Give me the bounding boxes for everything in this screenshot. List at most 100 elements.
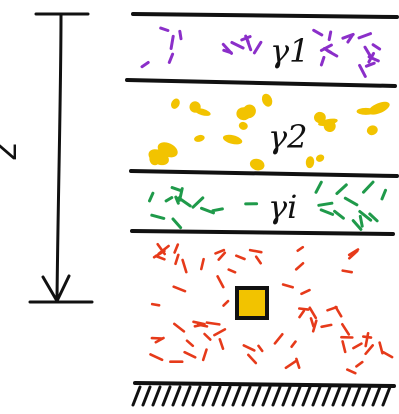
texture-stroke <box>150 302 161 307</box>
texture-stroke <box>203 332 212 341</box>
hatch-stroke <box>371 385 382 407</box>
texture-stroke <box>211 207 224 213</box>
texture-stroke <box>364 344 375 356</box>
texture-blob <box>238 121 248 130</box>
layer-1-label: γ1 <box>270 32 309 70</box>
texture-stroke <box>185 339 195 348</box>
hatch-stroke <box>341 385 352 407</box>
texture-stroke <box>196 323 209 328</box>
texture-stroke <box>358 63 367 78</box>
boundary-line-2 <box>129 169 399 178</box>
texture-stroke <box>177 196 192 208</box>
texture-blob <box>315 154 325 162</box>
texture-stroke <box>217 251 227 261</box>
texture-stroke <box>178 29 183 41</box>
texture-blob <box>171 98 180 109</box>
texture-stroke <box>247 353 258 365</box>
stress-point-square <box>235 286 269 320</box>
texture-stroke <box>334 305 343 318</box>
texture-stroke <box>319 55 326 67</box>
texture-blob <box>157 142 178 158</box>
texture-stroke <box>347 249 359 260</box>
texture-stroke <box>343 196 359 207</box>
hatch-stroke <box>221 385 232 407</box>
texture-stroke <box>171 217 183 230</box>
texture-stroke <box>242 344 256 352</box>
texture-stroke <box>152 249 166 259</box>
bedrock-hatching <box>131 385 392 407</box>
hatch-stroke <box>241 385 252 407</box>
texture-blob <box>318 118 338 126</box>
texture-stroke <box>205 321 221 326</box>
hatch-stroke <box>171 385 182 407</box>
texture-stroke <box>230 41 245 50</box>
texture-stroke <box>341 340 347 354</box>
texture-stroke <box>273 332 284 345</box>
texture-stroke <box>235 254 246 261</box>
boundary-line-3 <box>130 229 395 236</box>
hatch-stroke <box>161 385 172 407</box>
hatch-stroke <box>151 385 162 407</box>
texture-blob <box>314 111 326 124</box>
hatch-stroke <box>191 385 202 407</box>
texture-stroke <box>216 275 225 289</box>
layer-1-fill <box>140 26 382 78</box>
hatch-stroke <box>301 385 312 407</box>
hatch-stroke <box>201 385 212 407</box>
texture-stroke <box>252 40 263 55</box>
hatch-stroke <box>181 385 192 407</box>
texture-stroke <box>368 212 379 223</box>
hatch-stroke <box>351 385 362 407</box>
texture-stroke <box>346 33 354 44</box>
texture-stroke <box>312 28 324 37</box>
texture-stroke <box>362 180 375 194</box>
texture-stroke <box>173 322 186 333</box>
ground-surface-line <box>131 12 399 19</box>
texture-stroke <box>314 180 323 194</box>
texture-stroke <box>363 45 372 58</box>
texture-stroke <box>148 191 155 203</box>
texture-stroke <box>140 61 150 69</box>
texture-stroke <box>254 255 263 265</box>
texture-stroke <box>281 283 295 289</box>
texture-stroke <box>149 353 164 362</box>
texture-stroke <box>257 344 264 353</box>
layer-i-label: γi <box>268 188 297 226</box>
texture-stroke <box>340 322 351 336</box>
hatch-stroke <box>321 385 332 407</box>
depth-label: z <box>0 143 25 161</box>
texture-stroke <box>172 285 187 293</box>
texture-blob <box>242 104 256 119</box>
texture-stroke <box>311 319 318 333</box>
texture-stroke <box>317 201 334 207</box>
hatch-stroke <box>311 385 322 407</box>
texture-stroke <box>296 245 305 252</box>
depth-arrow: z <box>0 12 94 304</box>
hatch-stroke <box>131 385 142 407</box>
texture-stroke <box>167 52 175 64</box>
texture-blob <box>368 101 390 115</box>
texture-stroke <box>309 317 315 328</box>
texture-stroke <box>319 208 335 216</box>
hatch-stroke <box>281 385 292 407</box>
texture-stroke <box>174 253 180 266</box>
hatch-stroke <box>291 385 302 407</box>
texture-stroke <box>371 43 382 51</box>
texture-stroke <box>319 43 333 52</box>
layer-boundaries <box>125 12 399 388</box>
texture-stroke <box>183 350 197 359</box>
texture-stroke <box>213 328 227 337</box>
texture-stroke <box>364 331 370 348</box>
hatch-stroke <box>231 385 242 407</box>
texture-stroke <box>322 47 333 54</box>
texture-stroke <box>298 309 306 319</box>
texture-stroke <box>380 188 387 201</box>
texture-stroke <box>181 258 188 274</box>
texture-stroke <box>290 340 297 349</box>
texture-stroke <box>174 195 180 205</box>
texture-stroke <box>358 214 364 228</box>
texture-blob <box>366 125 378 136</box>
texture-stroke <box>382 350 394 359</box>
hatch-stroke <box>261 385 272 407</box>
